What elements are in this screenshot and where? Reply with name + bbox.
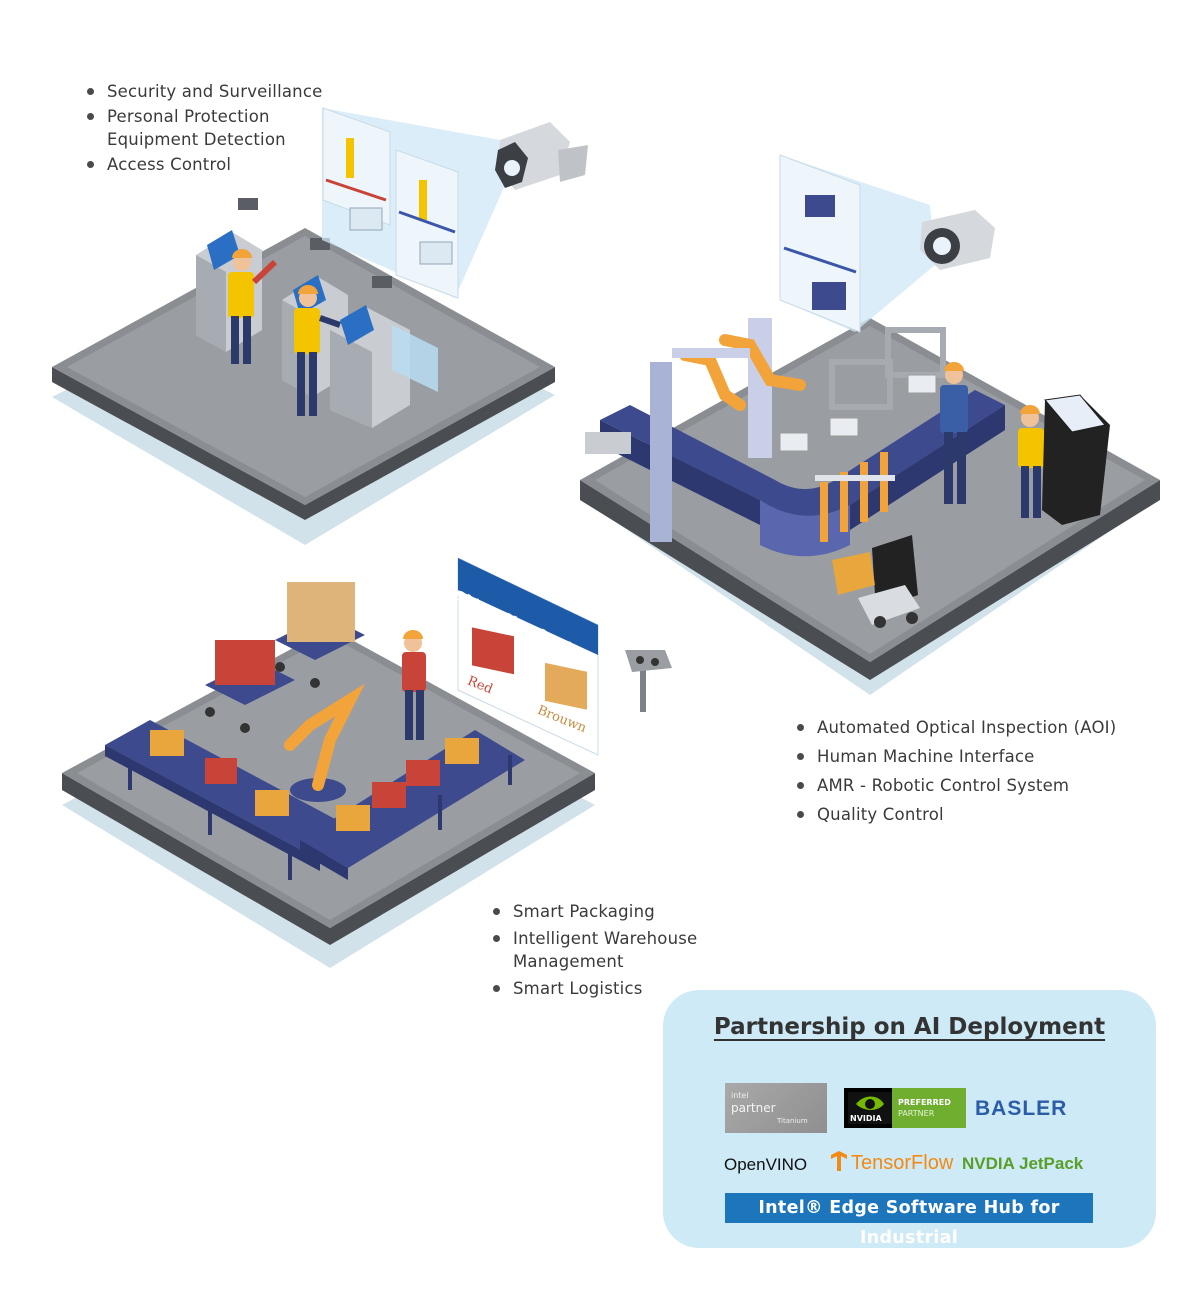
security-bullets: Security and Surveillance Personal Prote… xyxy=(85,80,345,178)
bullet-item: AMR - Robotic Control System xyxy=(795,774,1125,797)
nvidia-wordmark: NVIDIA xyxy=(850,1114,882,1123)
inspection-gates xyxy=(779,327,946,452)
inspection-bullets: Automated Optical Inspection (AOI) Human… xyxy=(795,716,1125,828)
bullet-item: Smart Logistics xyxy=(491,977,731,1000)
worker-3 xyxy=(940,362,968,504)
jetpack-logo: NVDIA JetPack xyxy=(962,1154,1084,1173)
robot-arms xyxy=(672,334,806,411)
intel-partner-logo: intel partner Titanium xyxy=(725,1083,827,1133)
bullet-item: Human Machine Interface xyxy=(795,745,1125,768)
cart-tan-boxes xyxy=(275,582,365,688)
worker-2 xyxy=(294,285,341,416)
tensorflow-icon xyxy=(831,1151,847,1171)
cart-red-boxes xyxy=(205,640,295,733)
barrier-posts xyxy=(815,452,895,542)
worker-5 xyxy=(402,630,426,740)
nvidia-preferred-badge: PREFERRED PARTNER xyxy=(892,1088,966,1128)
nvidia-partner-logo: NVIDIA PREFERRED PARTNER xyxy=(844,1088,966,1128)
packing-robot-arm xyxy=(284,683,365,802)
edge-software-hub-banner: Intel® Edge Software Hub for Industrial xyxy=(725,1193,1093,1248)
bullet-item: Quality Control xyxy=(795,803,1125,826)
intel-logo-text: intel xyxy=(731,1091,749,1100)
tensorflow-wordmark: TensorFlow xyxy=(851,1152,954,1174)
nvidia-badge-line1: PREFERRED xyxy=(898,1098,951,1107)
tensorflow-logo: TensorFlow xyxy=(829,1150,953,1175)
surveillance-camera xyxy=(322,107,588,299)
barcode-scanner xyxy=(625,650,672,712)
partnership-panel: Partnership on AI Deployment intel partn… xyxy=(663,990,1156,1248)
classification-card xyxy=(457,557,599,756)
openvino-logo: OpenVINO xyxy=(724,1155,808,1174)
hmi-terminal xyxy=(1042,394,1110,525)
aoi-camera xyxy=(779,154,995,333)
bullet-item: Access Control xyxy=(85,153,345,176)
nvidia-badge-line2: PARTNER xyxy=(898,1109,935,1118)
worker-1 xyxy=(228,249,278,364)
detection-screen-2 xyxy=(395,149,459,299)
basler-logo: BASLER xyxy=(975,1097,1068,1120)
worker-4 xyxy=(1018,405,1044,518)
amr-robot xyxy=(832,535,920,628)
conveyor-boxes xyxy=(150,730,479,831)
nvidia-eye-icon xyxy=(848,1092,892,1124)
bullet-item: Security and Surveillance xyxy=(85,80,345,103)
intel-logo-tier: Titanium xyxy=(777,1117,808,1125)
bullet-item: Automated Optical Inspection (AOI) xyxy=(795,716,1125,739)
bullet-item: Smart Packaging xyxy=(491,900,731,923)
partnership-title: Partnership on AI Deployment xyxy=(713,1014,1106,1040)
intel-logo-partner: partner xyxy=(731,1101,776,1115)
